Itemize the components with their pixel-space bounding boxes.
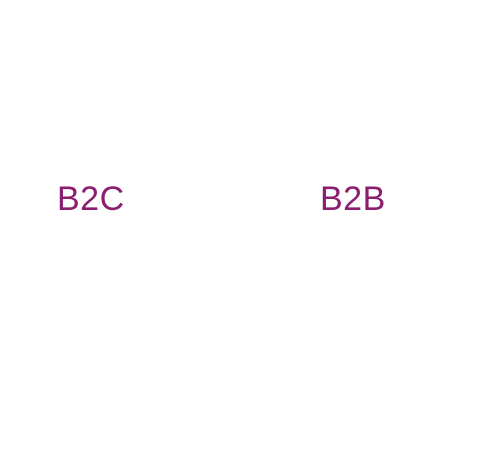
b2c-option[interactable]: B2C [57,180,125,218]
b2b-option[interactable]: B2B [320,180,386,218]
